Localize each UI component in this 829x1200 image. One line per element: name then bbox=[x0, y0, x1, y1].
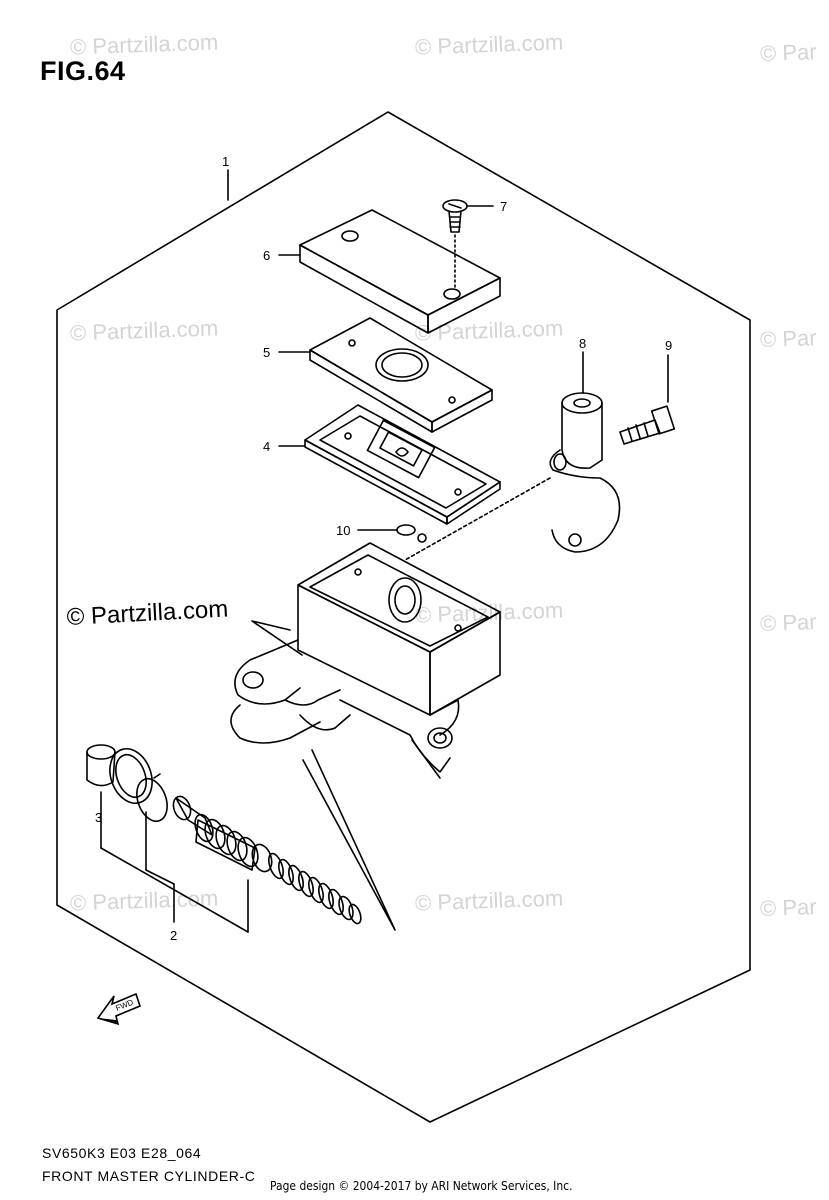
callout-4: 4 bbox=[263, 439, 270, 454]
callout-1: 1 bbox=[222, 154, 229, 169]
callout-10: 10 bbox=[336, 523, 350, 538]
page-credit: Page design © 2004-2017 by ARI Network S… bbox=[270, 1178, 573, 1193]
circlip-part bbox=[136, 773, 168, 823]
assembly-outline bbox=[56, 111, 751, 1123]
master-cylinder-body-part bbox=[230, 542, 501, 779]
callout-6: 6 bbox=[263, 248, 270, 263]
callout-2: 2 bbox=[170, 928, 177, 943]
callout-3: 3 bbox=[95, 810, 102, 825]
diaphragm-part bbox=[278, 317, 493, 433]
screw-part bbox=[442, 199, 494, 291]
callout-9: 9 bbox=[665, 338, 672, 353]
piston-part bbox=[172, 795, 273, 873]
clip-part bbox=[357, 524, 427, 543]
bracket-line bbox=[145, 869, 175, 885]
diaphragm-frame-part bbox=[278, 404, 501, 525]
model-code: SV650K3 E03 E28_064 bbox=[42, 1145, 202, 1161]
callout-5: 5 bbox=[263, 345, 270, 360]
section-name: FRONT MASTER CYLINDER-C bbox=[42, 1168, 256, 1184]
callout-8: 8 bbox=[579, 336, 586, 351]
boot-part bbox=[86, 744, 153, 849]
figure-title: FIG.64 bbox=[40, 56, 126, 86]
lever-bracket-part bbox=[549, 351, 621, 553]
direction-arrow-icon: FWD bbox=[96, 992, 141, 1026]
spring-part bbox=[268, 852, 362, 925]
callout-7: 7 bbox=[500, 199, 507, 214]
bolt-part bbox=[619, 354, 676, 445]
reservoir-cap-part bbox=[278, 209, 501, 334]
